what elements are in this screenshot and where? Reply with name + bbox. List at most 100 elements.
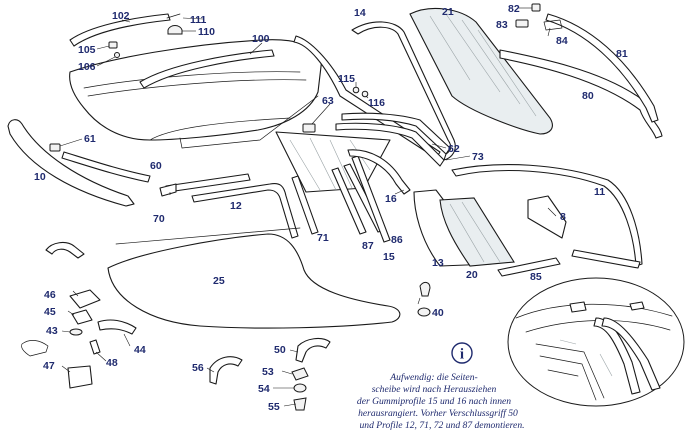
lower-strip xyxy=(497,257,561,277)
strip-71 xyxy=(291,175,319,235)
label-25: 25 xyxy=(213,275,225,287)
label-100: 100 xyxy=(252,33,270,45)
label-44: 44 xyxy=(134,344,146,356)
label-62: 62 xyxy=(448,143,460,155)
label-47: 47 xyxy=(43,360,55,372)
part-labels: 102 111 110 105 106 100 14 21 82 83 84 8… xyxy=(34,3,628,413)
label-54: 54 xyxy=(258,383,270,395)
label-55: 55 xyxy=(268,401,280,413)
handle-56 xyxy=(209,356,243,385)
label-85: 85 xyxy=(530,271,542,283)
label-50: 50 xyxy=(274,344,286,356)
windshield-side-trim xyxy=(7,119,135,207)
label-86: 86 xyxy=(391,234,403,246)
label-16: 16 xyxy=(385,193,397,205)
door-glass xyxy=(439,197,515,267)
label-60: 60 xyxy=(150,160,162,172)
label-8: 8 xyxy=(560,211,566,223)
screw-part xyxy=(114,52,120,58)
handle-44 xyxy=(97,319,137,335)
note-line-4: herausrangiert. Vorher Verschlussgriff 5… xyxy=(358,408,518,419)
label-53: 53 xyxy=(262,366,274,378)
pin-48 xyxy=(89,339,101,355)
label-61: 61 xyxy=(84,133,96,145)
washer-54 xyxy=(293,383,307,393)
strip-16 xyxy=(347,149,411,195)
note-line-5: und Profile 12, 71, 72 und 87 demontiere… xyxy=(359,420,524,431)
strip-87 xyxy=(331,167,367,235)
channel-bracket xyxy=(159,183,177,197)
rear-seal-strip xyxy=(499,49,663,139)
label-110: 110 xyxy=(198,26,215,38)
label-102: 102 xyxy=(112,10,130,22)
rod-part xyxy=(115,227,301,245)
lever-part xyxy=(21,340,49,357)
info-icon: i xyxy=(451,342,473,364)
clip-61 xyxy=(49,143,61,152)
retainer-part xyxy=(531,3,541,12)
retainer-part-2 xyxy=(515,19,529,28)
label-111: 111 xyxy=(190,14,207,26)
label-115: 115 xyxy=(338,73,355,85)
label-116: 116 xyxy=(368,97,385,109)
soft-top-cover xyxy=(107,233,401,329)
label-43: 43 xyxy=(46,325,58,337)
label-56: 56 xyxy=(192,362,204,374)
label-15: 15 xyxy=(383,251,395,263)
label-70: 70 xyxy=(153,213,165,225)
label-83: 83 xyxy=(496,19,508,31)
label-105: 105 xyxy=(78,44,96,56)
note-line-3: der Gummiprofile 15 und 16 nach innen xyxy=(357,396,511,407)
knob-53 xyxy=(291,367,309,381)
label-81: 81 xyxy=(616,48,628,60)
label-21: 21 xyxy=(442,6,454,18)
label-46: 46 xyxy=(44,289,56,301)
door-seal-lower xyxy=(571,249,641,269)
rear-window-glass xyxy=(409,7,553,135)
label-13: 13 xyxy=(432,257,444,269)
label-73: 73 xyxy=(472,151,484,163)
clip-small xyxy=(419,281,431,297)
label-40: 40 xyxy=(432,307,444,319)
label-11: 11 xyxy=(594,186,605,198)
washer-43 xyxy=(69,328,83,336)
screw-b xyxy=(361,90,369,98)
label-12: 12 xyxy=(230,200,242,212)
window-frame-rail xyxy=(191,182,299,239)
hardtop-roof xyxy=(69,39,323,149)
label-14: 14 xyxy=(354,7,366,19)
cap-55 xyxy=(293,397,307,411)
window-run-strip xyxy=(341,112,451,155)
label-10: 10 xyxy=(34,171,46,183)
label-80: 80 xyxy=(582,90,594,102)
clip-part xyxy=(108,41,118,49)
latch-46 xyxy=(69,289,101,309)
window-run-strip-2 xyxy=(335,122,445,167)
leader-lines xyxy=(59,7,557,407)
drip-rail xyxy=(61,151,151,183)
hook-part xyxy=(45,241,85,259)
clip-63 xyxy=(302,123,316,133)
label-71: 71 xyxy=(317,232,329,244)
roof-gutter-strip xyxy=(139,49,275,89)
label-20: 20 xyxy=(466,269,478,281)
roof-rail-strip xyxy=(545,13,659,123)
label-48: 48 xyxy=(106,357,118,369)
cap-part xyxy=(167,25,183,35)
label-106: 106 xyxy=(78,61,96,73)
latch-47 xyxy=(67,365,93,389)
svg-text:i: i xyxy=(460,347,464,363)
label-87: 87 xyxy=(362,240,374,252)
label-84: 84 xyxy=(556,35,568,47)
bracket-part xyxy=(527,195,567,239)
handle-50 xyxy=(295,337,331,363)
roof-trim-strip xyxy=(69,13,171,47)
label-45: 45 xyxy=(44,306,56,318)
note-line-2: scheibe wird nach Herausziehen xyxy=(372,384,497,395)
info-note: Aufwendig: die Seiten- scheibe wird nach… xyxy=(357,372,525,431)
grommet-40 xyxy=(417,307,431,317)
screw-a xyxy=(352,86,360,94)
latch-45 xyxy=(71,309,93,325)
